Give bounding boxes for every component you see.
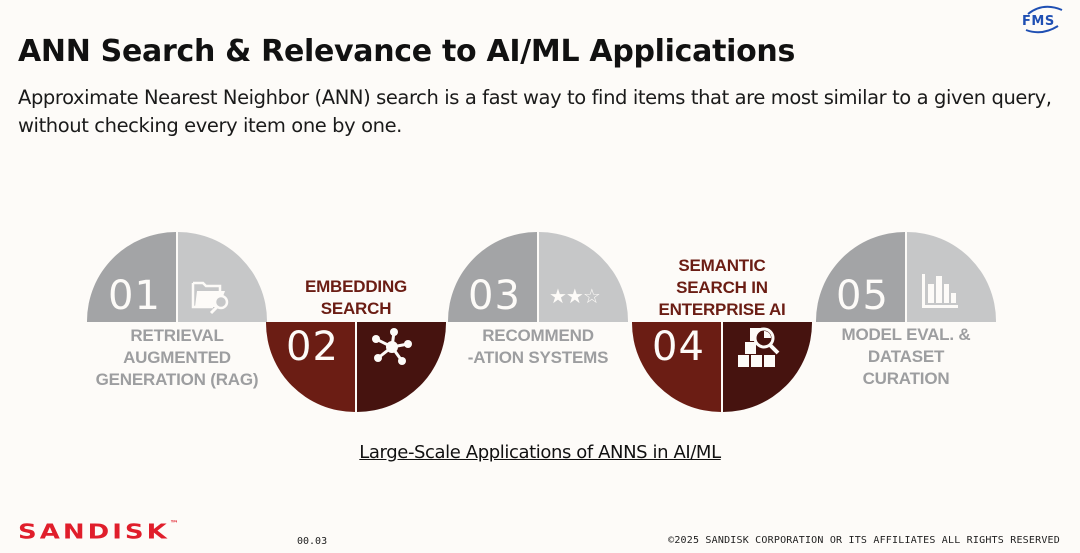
svg-text:FMS: FMS [1022, 14, 1055, 29]
item-number: 01 [108, 273, 161, 319]
page-number: 00.03 [297, 536, 328, 547]
item-label: RETRIEVAL AUGMENTED GENERATION (RAG) [95, 326, 259, 389]
star-rating-icon: ★★☆ [549, 284, 601, 308]
copyright-notice: ©2025 SANDISK CORPORATION OR ITS AFFILIA… [668, 535, 1060, 546]
fms-logo-icon: FMS [1022, 5, 1063, 34]
item-number: 05 [836, 273, 889, 319]
item-label: MODEL EVAL. & DATASET CURATION [841, 325, 971, 388]
folder-search-icon [191, 281, 229, 315]
bar-chart-icon [922, 274, 958, 308]
network-hub-icon [372, 328, 412, 365]
item-number: 03 [468, 273, 521, 319]
item-number: 04 [652, 324, 705, 370]
page-title: ANN Search & Relevance to AI/ML Applicat… [18, 34, 796, 69]
item-label: EMBEDDING SEARCH [304, 277, 408, 318]
item-number: 02 [286, 324, 339, 370]
sandisk-logo: SANDISK™ [18, 520, 179, 544]
item-label: SEMANTIC SEARCH IN ENTERPRISE AI [658, 256, 786, 319]
semicircle-02 [266, 322, 446, 412]
semicircle-01 [87, 232, 267, 322]
item-label: RECOMMEND -ATION SYSTEMS [467, 326, 609, 367]
diagram-caption: Large-Scale Applications of ANNS in AI/M… [359, 442, 721, 463]
page-subtitle: Approximate Nearest Neighbor (ANN) searc… [18, 86, 1052, 137]
boxes-search-icon [738, 327, 780, 367]
semicircle-05 [816, 232, 996, 322]
semicircle-03 [448, 232, 628, 322]
